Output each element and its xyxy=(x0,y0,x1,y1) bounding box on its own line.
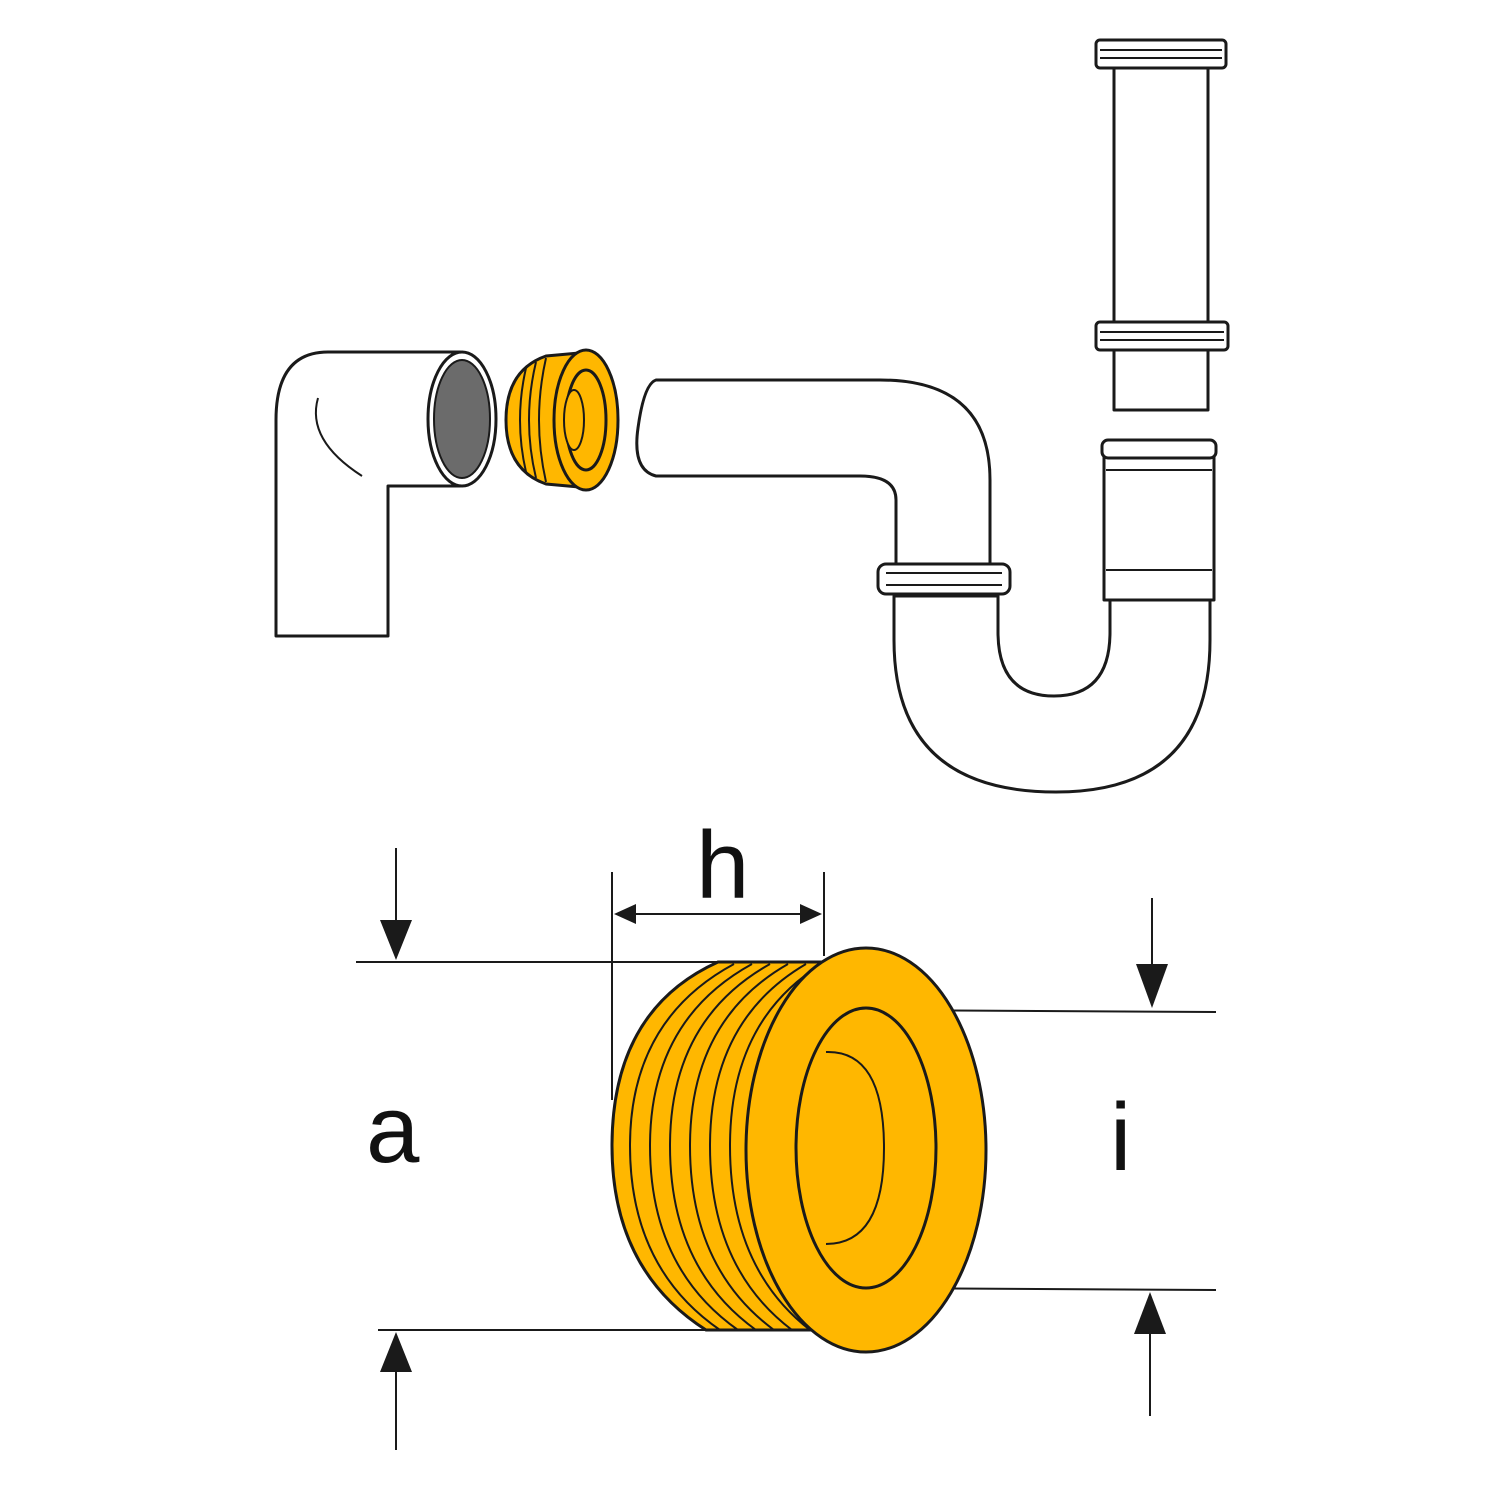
elbow-socket-opening xyxy=(433,359,491,479)
tailpiece xyxy=(1094,38,1230,412)
dimension-i-arrows xyxy=(1134,898,1168,1416)
reducer-inner-ring xyxy=(794,1006,938,1290)
label-a: a xyxy=(366,1076,420,1183)
reducer-detail: h a i xyxy=(356,812,1217,1450)
trap-assembly xyxy=(274,38,1230,794)
label-h: h xyxy=(696,812,749,919)
reducer-flange xyxy=(744,946,988,1354)
dimension-h-arrow xyxy=(614,904,822,924)
union-nut-left xyxy=(876,562,1012,596)
label-i: i xyxy=(1110,1084,1131,1191)
adapter-small xyxy=(504,348,620,492)
elbow-connector xyxy=(274,350,498,638)
trap-u-bend xyxy=(892,594,1212,794)
riser-tube xyxy=(1100,438,1218,602)
horizontal-pipe xyxy=(635,378,992,568)
dimension-a-arrows xyxy=(380,848,412,1450)
